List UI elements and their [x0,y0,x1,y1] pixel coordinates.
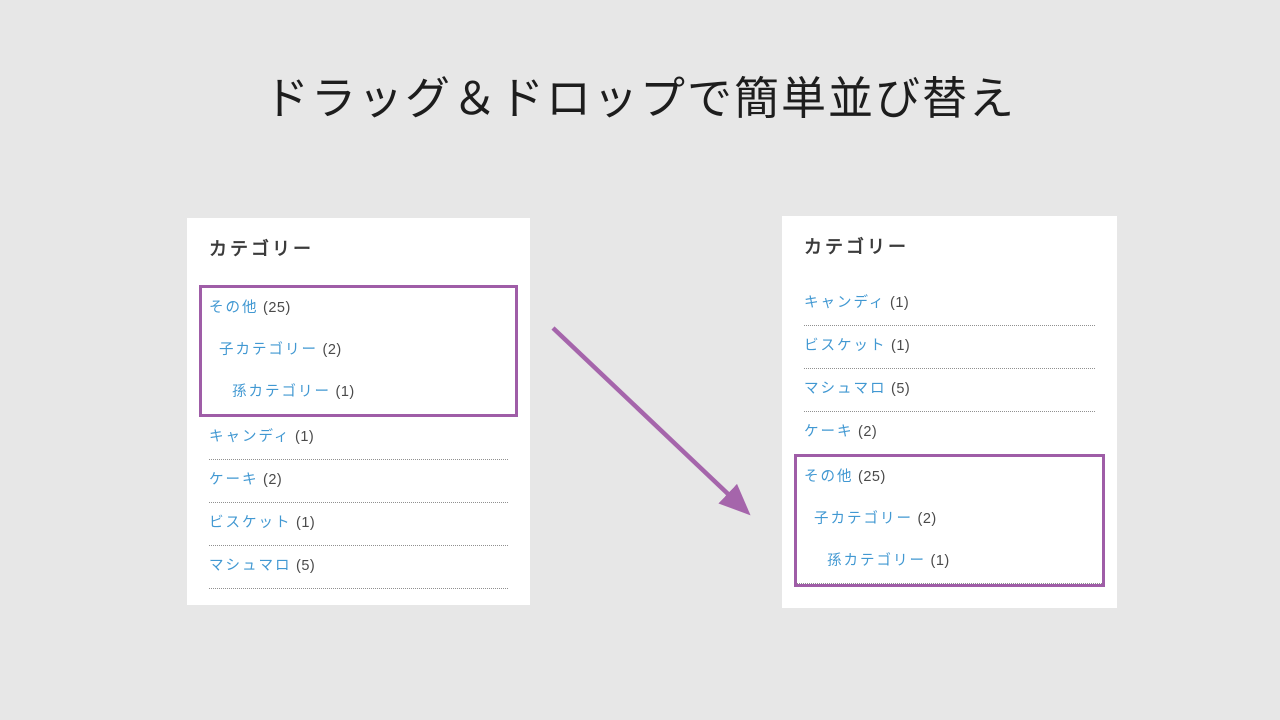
category-link[interactable]: ケーキ [804,424,854,440]
category-item: その他 (25) [202,288,515,330]
category-count: (2) [258,472,283,488]
category-link[interactable]: 子カテゴリー [219,342,318,358]
category-count: (5) [886,381,911,397]
highlighted-drag-group[interactable]: その他 (25)子カテゴリー (2)孫カテゴリー (1) [794,454,1105,587]
category-count: (1) [926,553,950,569]
category-count: (1) [290,429,315,445]
category-count: (25) [258,300,291,316]
category-item: ケーキ (2) [804,412,1095,454]
category-link[interactable]: 孫カテゴリー [827,553,926,569]
category-link[interactable]: ビスケット [804,338,887,354]
category-link[interactable]: その他 [804,469,854,485]
category-count: (1) [885,295,910,311]
drag-direction-arrow-icon [551,326,751,516]
category-count: (2) [318,342,342,358]
category-item: マシュマロ (5) [804,369,1095,412]
category-item: キャンディ (1) [209,417,508,460]
category-link[interactable]: その他 [209,300,259,316]
category-item: 孫カテゴリー (1) [797,541,1102,584]
category-link[interactable]: マシュマロ [209,558,292,574]
category-item: 子カテゴリー (2) [797,499,1102,541]
category-link[interactable]: 孫カテゴリー [232,384,331,400]
category-link[interactable]: マシュマロ [804,381,887,397]
category-link[interactable]: ビスケット [209,515,292,531]
category-link[interactable]: 子カテゴリー [814,511,913,527]
category-count: (1) [291,515,316,531]
category-item: ケーキ (2) [209,460,508,503]
category-link[interactable]: キャンディ [804,295,886,311]
page-title: ドラッグ＆ドロップで簡単並び替え [263,73,1016,124]
category-widget-before: カテゴリー その他 (25)子カテゴリー (2)孫カテゴリー (1)キャンディ … [187,218,530,605]
category-link[interactable]: ケーキ [209,472,259,488]
category-item: 孫カテゴリー (1) [202,372,515,414]
category-count: (2) [853,424,878,440]
category-item: ビスケット (1) [804,326,1095,369]
category-list: その他 (25)子カテゴリー (2)孫カテゴリー (1)キャンディ (1)ケーキ… [199,285,518,589]
category-link[interactable]: キャンディ [209,429,291,445]
category-item: ビスケット (1) [209,503,508,546]
category-count: (25) [853,469,886,485]
widget-heading: カテゴリー [209,239,314,259]
category-widget-after: カテゴリー キャンディ (1)ビスケット (1)マシュマロ (5)ケーキ (2)… [782,216,1117,608]
category-item: 子カテゴリー (2) [202,330,515,372]
category-count: (2) [913,511,937,527]
category-item: キャンディ (1) [804,283,1095,326]
highlighted-drag-group[interactable]: その他 (25)子カテゴリー (2)孫カテゴリー (1) [199,285,518,417]
category-count: (5) [291,558,316,574]
category-count: (1) [886,338,911,354]
category-count: (1) [331,384,355,400]
category-item: マシュマロ (5) [209,546,508,589]
category-item: その他 (25) [797,457,1102,499]
widget-heading: カテゴリー [804,237,909,257]
category-list: キャンディ (1)ビスケット (1)マシュマロ (5)ケーキ (2)その他 (2… [794,283,1105,587]
